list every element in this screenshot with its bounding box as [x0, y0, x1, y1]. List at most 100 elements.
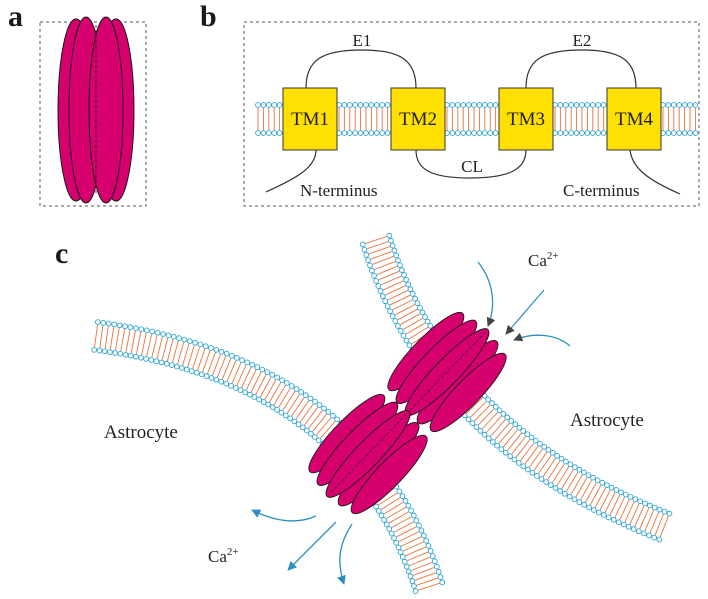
lipid-head [357, 130, 364, 136]
lipid-tail [130, 330, 136, 353]
lipid-tail [556, 466, 570, 486]
lipid-tail [392, 299, 413, 311]
lipid-head [363, 252, 370, 258]
lipid-tail [405, 546, 426, 557]
lipid-head [537, 440, 543, 447]
lipid-tail [649, 512, 659, 533]
lipid-head [596, 509, 602, 516]
lipid-tail [202, 350, 211, 372]
lipid-head [489, 400, 495, 406]
lipid-head [692, 102, 699, 108]
lipid-head [557, 102, 564, 108]
lipid-head [573, 102, 580, 108]
lipid-head [302, 392, 309, 398]
lipid-head [411, 583, 417, 589]
tm2-label: TM2 [399, 109, 437, 130]
lipid-head [581, 501, 588, 508]
lipid-head [276, 102, 283, 108]
lipid-tail [187, 345, 195, 367]
lipid-head [192, 339, 198, 346]
lipid-tail [136, 331, 142, 354]
ca-influx-arrow-center [505, 289, 545, 335]
loop-e1 [305, 49, 417, 89]
lipid-head [591, 507, 597, 513]
lipid-tail [498, 426, 514, 444]
lipid-head [656, 506, 663, 513]
lipid-tail [398, 531, 420, 542]
lipid-head [585, 472, 592, 478]
lipid-head [198, 371, 205, 378]
lipid-tail [282, 391, 296, 411]
lipid-tail [365, 236, 387, 244]
lipid-head [259, 366, 266, 373]
lipid-tail [104, 326, 109, 349]
lipid-tail [308, 410, 323, 429]
lipid-tail [226, 360, 237, 382]
lipid-head [405, 568, 412, 575]
calcium-bottom-base: Ca [208, 547, 227, 566]
lipid-head [504, 414, 511, 421]
lipid-tail [246, 369, 257, 390]
lipid-head [641, 530, 647, 537]
lipid-head [681, 102, 688, 108]
lipid-tail [629, 503, 640, 525]
lipid-tail [383, 502, 404, 515]
lipid-head [524, 466, 531, 473]
lipid-head [512, 421, 519, 428]
lipid-head [288, 383, 295, 389]
lipid-head [508, 418, 515, 424]
lipid-head [330, 412, 336, 419]
lipid-head [373, 278, 379, 284]
lipid-head [291, 418, 298, 425]
lipid-head [176, 335, 182, 341]
c-terminus-label: C-terminus [563, 181, 640, 200]
ca-efflux-arrow-right [337, 523, 353, 585]
lipid-head [381, 517, 387, 523]
lipid-tail [304, 407, 319, 426]
lipid-head [670, 102, 677, 108]
lipid-tail [590, 485, 602, 506]
lipid-head [403, 563, 410, 570]
lipid-head [389, 313, 396, 320]
panel-b-topology: TM1 TM2 TM3 TM4 E1 E2 CL N-terminus C-te… [243, 21, 700, 207]
lipid-head [419, 309, 426, 316]
lipid-head [490, 439, 496, 445]
lipid-head [465, 416, 472, 423]
lipid-head [232, 385, 239, 391]
lipid-head [485, 435, 492, 442]
lipid-head [439, 579, 446, 586]
lipid-head [183, 366, 190, 373]
lipid-head [563, 458, 569, 465]
lipid-head [492, 130, 499, 136]
lipid-tail [511, 436, 526, 455]
lipid-head [681, 130, 688, 136]
lipid-head [454, 102, 461, 108]
lipid-head [369, 267, 375, 274]
lipid-head [213, 376, 220, 383]
lipid-head [485, 396, 492, 403]
lipid-head [397, 549, 404, 556]
lipid-head [122, 323, 128, 330]
lipid-tail [299, 403, 314, 423]
lipid-tail [604, 492, 616, 513]
lipid-head [576, 499, 583, 505]
lipid-head [395, 544, 402, 551]
lipid-tail [367, 241, 389, 250]
lipid-head [138, 326, 145, 333]
lipid-head [661, 508, 668, 515]
lipid-head [409, 291, 416, 297]
lipid-head [260, 399, 267, 405]
lipid-head [359, 241, 366, 248]
lipid-tail [269, 382, 282, 403]
lipid-tail [217, 356, 227, 378]
lipid-head [391, 247, 398, 254]
lipid-head [247, 391, 253, 398]
e1-label: E1 [353, 31, 372, 50]
connexon [308, 393, 428, 515]
lipid-head [234, 355, 240, 361]
lipid-head [133, 353, 139, 360]
lipid-head [605, 514, 612, 521]
lipid-head [363, 130, 369, 136]
lipid-head [361, 246, 368, 253]
